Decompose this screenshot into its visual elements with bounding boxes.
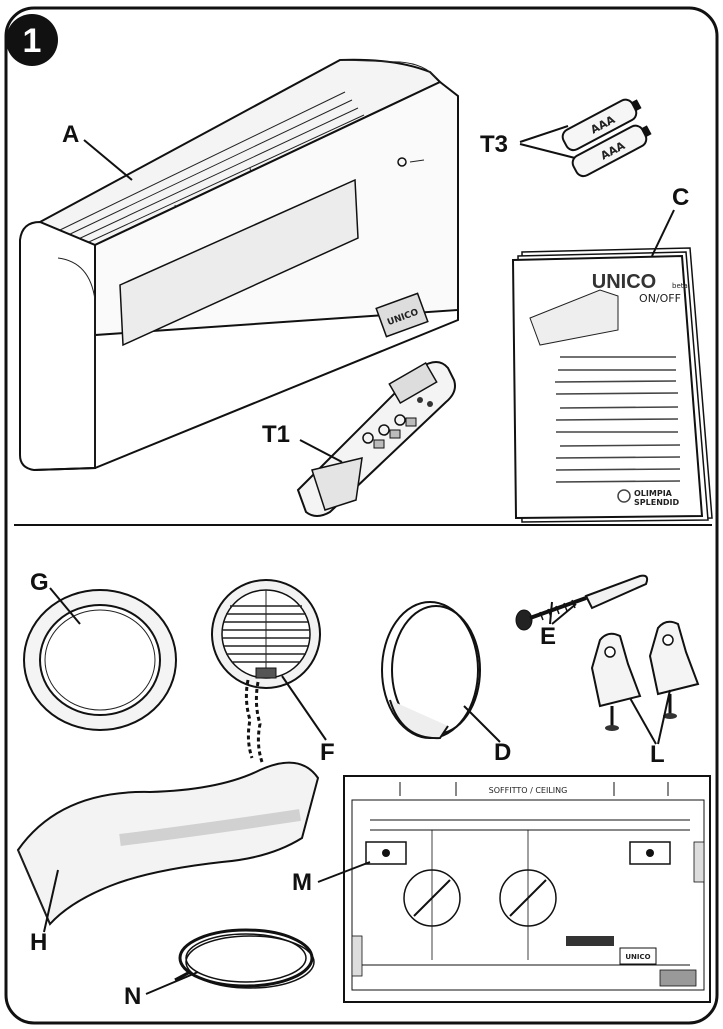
screw-and-wall-plug: [515, 574, 649, 631]
label-f: F: [320, 739, 335, 766]
leader-e-b: [551, 603, 577, 625]
batteries: AAA AAA: [561, 98, 652, 178]
power-indicator-icon: [397, 157, 407, 167]
label-t3: T3: [480, 131, 508, 158]
insulation-sheet: [16, 761, 320, 926]
remote-display: [388, 361, 438, 405]
leader-t1: [299, 439, 343, 463]
manual-brand: UNICO: [592, 271, 656, 293]
label-g: G: [30, 569, 49, 596]
leader-h: [43, 869, 59, 933]
leader-a: [83, 139, 133, 181]
label-d: D: [494, 739, 511, 766]
label-l: L: [650, 741, 665, 768]
wall-ring: [23, 589, 177, 731]
manual-subtitle: ON/OFF: [639, 292, 681, 305]
leader-e-a: [549, 601, 553, 625]
drain-tube-coil: [174, 928, 315, 989]
leader-l-a: [629, 697, 657, 745]
manual-logo-line2: SPLENDID: [634, 498, 680, 507]
label-t1: T1: [262, 421, 290, 448]
label-h: H: [30, 929, 47, 956]
label-a: A: [62, 121, 79, 148]
step-number: 1: [23, 22, 42, 60]
leader-d: [463, 705, 501, 743]
leader-c: [651, 209, 675, 257]
manual-text-lines: [554, 356, 681, 483]
front-panel-window: [119, 178, 359, 347]
remote-control: [296, 361, 456, 517]
manual-logo-line1: OLIMPIA: [634, 489, 673, 498]
instruction-manual: UNICO beta ON/OFF OLIMPIA SPLENDID: [511, 247, 713, 523]
mounting-brackets: [590, 620, 700, 731]
unit-brand-badge: UNICO: [375, 292, 429, 338]
leader-g: [49, 587, 81, 625]
installation-template: SOFFITTO / CEILING UNICO: [343, 775, 711, 1003]
leader-t3-b: [519, 143, 576, 159]
step-badge: 1: [6, 14, 58, 66]
leader-f: [281, 675, 327, 741]
label-m: M: [292, 869, 312, 896]
external-grille: [211, 579, 321, 763]
template-brand: UNICO: [625, 953, 650, 961]
leader-l-b: [657, 689, 671, 745]
leader-n: [145, 971, 199, 995]
sealing-band: [381, 601, 481, 740]
leader-m: [317, 861, 371, 883]
template-header: SOFFITTO / CEILING: [489, 786, 568, 795]
label-e: E: [540, 623, 556, 650]
leader-t3-a: [519, 125, 569, 143]
label-n: N: [124, 983, 141, 1010]
label-c: C: [672, 184, 689, 211]
air-conditioner-unit: UNICO: [19, 58, 459, 472]
manual-brand-suffix: beta: [672, 282, 688, 290]
